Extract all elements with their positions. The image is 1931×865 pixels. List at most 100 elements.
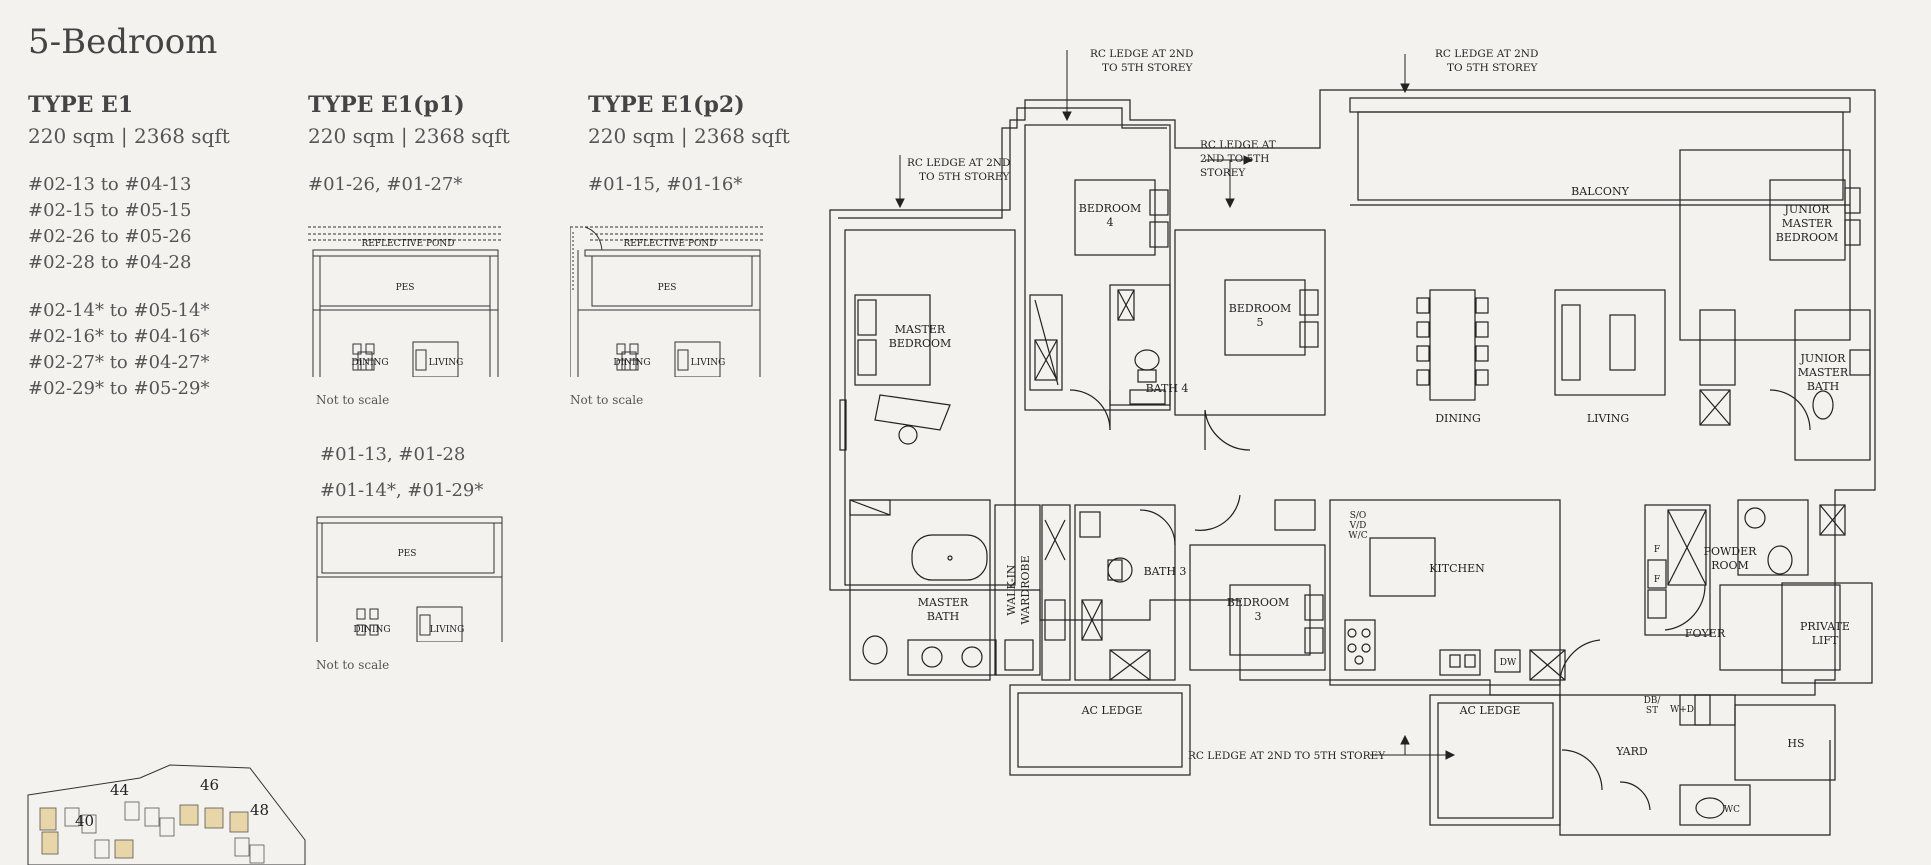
- bedroom-4-number: 4: [1107, 216, 1114, 229]
- unit-range: #02-16* to #04-16*: [28, 326, 210, 347]
- dishwasher-label: DW: [1500, 658, 1517, 668]
- pes-label: PES: [658, 283, 677, 293]
- unit-range: #02-26 to #05-26: [28, 226, 192, 247]
- master-bedroom-label-2: BEDROOM: [889, 337, 952, 350]
- block-number: 40: [75, 812, 94, 830]
- unit-list: #01-15, #01-16*: [588, 172, 848, 198]
- bath-3-label: BATH 3: [1144, 565, 1187, 578]
- washer-dryer-label: W+D: [1670, 705, 1694, 715]
- unit-range: #02-29* to #05-29*: [28, 378, 210, 399]
- unit-list: #01-26, #01-27*: [308, 172, 568, 198]
- key-plan-3: PES DINING LIVING: [316, 516, 503, 642]
- unit-range: #02-15 to #05-15: [28, 200, 192, 221]
- dining-label: DINING: [613, 358, 650, 368]
- type-e1p2-info: TYPE E1(p2) 220 sqm | 2368 sqft #01-15, …: [588, 92, 848, 198]
- rc-ledge-note: RC LEDGE AT: [1200, 139, 1276, 151]
- unit-range: #02-13 to #04-13: [28, 174, 192, 195]
- type-name: TYPE E1(p1): [308, 92, 465, 118]
- bedroom-5-label: BEDROOM: [1229, 302, 1292, 315]
- pes-label: PES: [398, 549, 417, 559]
- type-e1-info: TYPE E1 220 sqm | 2368 sqft #02-13 to #0…: [28, 92, 288, 402]
- key-plan-p2: REFLECTIVE POND PES DINING LIVING: [570, 226, 765, 377]
- svw-label-3: W/C: [1348, 531, 1367, 541]
- powder-room-label: POWDER: [1704, 545, 1758, 558]
- key-plan-units-1: #01-13, #01-28: [320, 444, 466, 465]
- unit-list: #02-13 to #04-13 #02-15 to #05-15 #02-26…: [28, 172, 288, 402]
- junior-master-bedroom-label-2: MASTER: [1782, 217, 1833, 230]
- living-label: LIVING: [429, 358, 464, 368]
- rc-ledge-note: TO 5TH STOREY: [1447, 62, 1539, 74]
- wc-label: WC: [1724, 805, 1740, 815]
- site-plan: 44 46 48 40: [27, 764, 306, 865]
- master-bath-label-2: BATH: [927, 610, 959, 623]
- rc-ledge-note: STOREY: [1200, 167, 1246, 179]
- bedroom-3-number: 3: [1255, 610, 1262, 623]
- rc-ledge-note: 2ND TO 5TH: [1200, 153, 1269, 165]
- fridge-label: F: [1654, 575, 1660, 585]
- kitchen-label: KITCHEN: [1429, 562, 1485, 575]
- dining-label: DINING: [351, 358, 388, 368]
- rc-ledge-note: RC LEDGE AT 2ND: [1090, 48, 1193, 60]
- junior-master-bedroom-label-3: BEDROOM: [1776, 231, 1839, 244]
- living-label: LIVING: [430, 625, 465, 635]
- dbst-label-2: ST: [1646, 706, 1658, 716]
- bedroom-4-label: BEDROOM: [1079, 202, 1142, 215]
- dbst-label: DB/: [1644, 696, 1662, 706]
- unit-range: #02-14* to #05-14*: [28, 300, 210, 321]
- ac-ledge-label: AC LEDGE: [1081, 704, 1143, 717]
- type-size: 220 sqm | 2368 sqft: [588, 124, 790, 148]
- unit-range: #01-15, #01-16*: [588, 174, 743, 195]
- fridge-label: F: [1654, 545, 1660, 555]
- junior-master-bath-label: JUNIOR: [1800, 352, 1847, 365]
- not-to-scale-note: Not to scale: [570, 393, 644, 407]
- not-to-scale-note: Not to scale: [316, 393, 390, 407]
- type-e1p1-info: TYPE E1(p1) 220 sqm | 2368 sqft #01-26, …: [308, 92, 568, 198]
- reflective-pond-label: REFLECTIVE POND: [361, 239, 454, 249]
- rc-ledge-note: TO 5TH STOREY: [1102, 62, 1194, 74]
- unit-range: #02-27* to #04-27*: [28, 352, 210, 373]
- dining-label: DINING: [353, 625, 390, 635]
- page-title: 5-Bedroom: [28, 22, 218, 62]
- dining-label: DINING: [1435, 412, 1481, 425]
- rc-ledge-note: RC LEDGE AT 2ND: [1435, 48, 1538, 60]
- svw-label-2: V/D: [1349, 521, 1367, 531]
- reflective-pond-label: REFLECTIVE POND: [623, 239, 716, 249]
- block-number: 44: [110, 781, 129, 799]
- living-label: LIVING: [691, 358, 726, 368]
- balcony-label: BALCONY: [1571, 185, 1629, 198]
- svw-label: S/O: [1350, 511, 1367, 521]
- unit-range: #01-26, #01-27*: [308, 174, 463, 195]
- bath-4-label: BATH 4: [1146, 382, 1189, 395]
- key-plan-p1: REFLECTIVE POND PES DINING LIVING: [308, 226, 503, 377]
- unit-range: #02-28 to #04-28: [28, 252, 192, 273]
- hs-label: HS: [1787, 737, 1804, 750]
- block-number: 46: [200, 776, 219, 794]
- key-plan-units-2: #01-14*, #01-29*: [320, 480, 484, 501]
- private-lift-label-2: LIFT: [1812, 634, 1839, 647]
- type-size: 220 sqm | 2368 sqft: [28, 124, 230, 148]
- foyer-label: FOYER: [1685, 627, 1726, 640]
- junior-master-bath-label-2: MASTER: [1798, 366, 1849, 379]
- rc-ledge-note: RC LEDGE AT 2ND TO 5TH STOREY: [1188, 750, 1386, 762]
- walk-in-wardrobe-label: WALK-IN: [1005, 564, 1018, 615]
- ac-ledge-label: AC LEDGE: [1459, 704, 1521, 717]
- pes-label: PES: [396, 283, 415, 293]
- yard-label: YARD: [1615, 745, 1648, 758]
- type-name: TYPE E1(p2): [588, 92, 745, 118]
- living-label: LIVING: [1587, 412, 1629, 425]
- floor-plan: BALCONY BEDROOM 4 BEDROOM 5 MASTER BEDRO…: [829, 48, 1876, 836]
- private-lift-label: PRIVATE: [1800, 620, 1850, 633]
- master-bedroom-label: MASTER: [895, 323, 946, 336]
- not-to-scale-note: Not to scale: [316, 658, 390, 672]
- bedroom-5-number: 5: [1257, 316, 1264, 329]
- master-bath-label: MASTER: [918, 596, 969, 609]
- walk-in-wardrobe-label-2: WARDROBE: [1019, 555, 1032, 624]
- block-number: 48: [250, 801, 269, 819]
- bedroom-3-label: BEDROOM: [1227, 596, 1290, 609]
- junior-master-bedroom-label: JUNIOR: [1784, 203, 1831, 216]
- type-size: 220 sqm | 2368 sqft: [308, 124, 510, 148]
- rc-ledge-note: TO 5TH STOREY: [919, 171, 1011, 183]
- powder-room-label-2: ROOM: [1711, 559, 1749, 572]
- junior-master-bath-label-3: BATH: [1807, 380, 1839, 393]
- rc-ledge-note: RC LEDGE AT 2ND: [907, 157, 1010, 169]
